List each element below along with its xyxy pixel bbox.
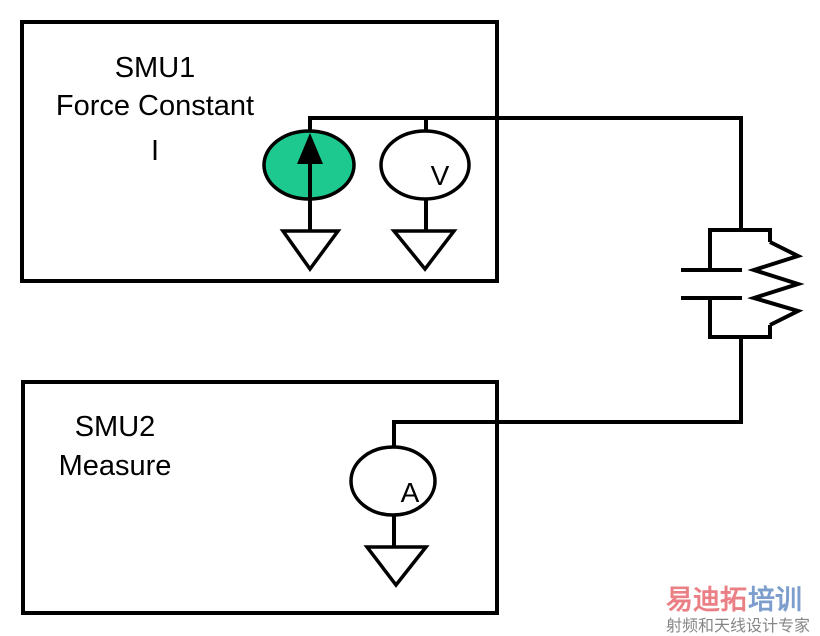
arrow-up-icon xyxy=(297,133,323,164)
watermark-brand-blue: 培训 xyxy=(748,585,802,616)
smu2-box xyxy=(21,380,499,615)
voltmeter-icon xyxy=(379,129,471,231)
resistor-icon xyxy=(747,240,805,327)
wire-dut-to-smu2 xyxy=(392,420,743,448)
dut-parallel-rc xyxy=(681,228,805,420)
capacitor-icon xyxy=(681,268,742,300)
ammeter-icon xyxy=(349,445,437,547)
smu1-box xyxy=(20,20,499,283)
current-source-icon xyxy=(262,129,356,231)
voltmeter-label: V xyxy=(431,160,450,191)
smu1-mode: Force Constant xyxy=(56,90,254,122)
wire-smu1-to-dut xyxy=(308,116,743,230)
smu1-quantity: I xyxy=(151,135,159,167)
ground-icon xyxy=(363,545,430,588)
watermark-subtitle: 射频和天线设计专家 xyxy=(666,616,810,635)
smu2-mode: Measure xyxy=(59,450,172,482)
smu2-title: SMU2 xyxy=(75,411,156,443)
ground-icon xyxy=(279,229,342,272)
smu1-title: SMU1 xyxy=(115,52,196,84)
watermark-brand-red: 易迪拓 xyxy=(666,585,747,616)
ammeter-label: A xyxy=(401,477,420,508)
ground-icon xyxy=(390,229,458,272)
watermark: 易迪拓 培训 射频和天线设计专家 xyxy=(666,585,810,635)
